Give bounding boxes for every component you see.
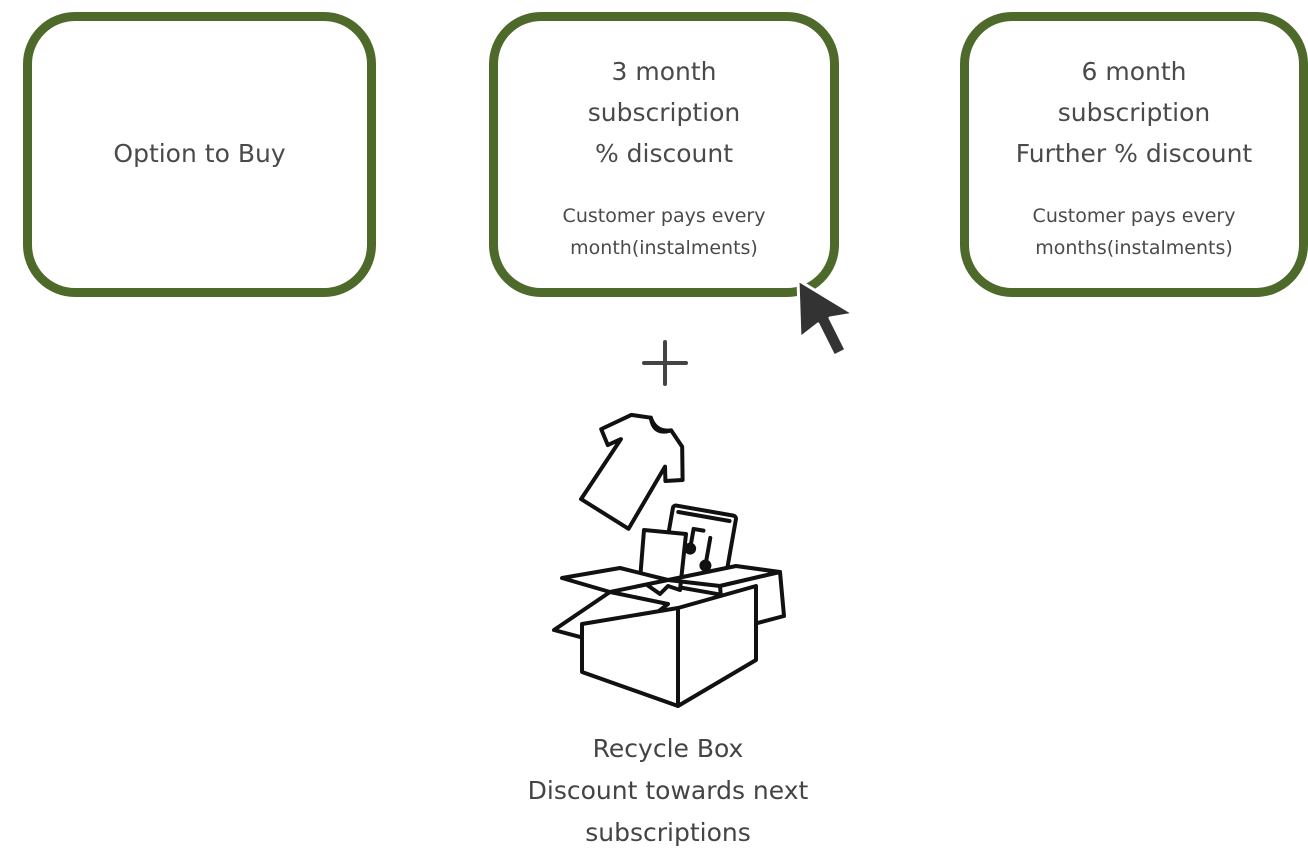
six-month-title-line-3: Further % discount bbox=[1015, 139, 1253, 168]
three-month-note-line-1: Customer pays every bbox=[562, 205, 766, 227]
recycle-box-icon bbox=[552, 412, 786, 708]
three-month-title-line-1: 3 month bbox=[611, 57, 717, 86]
option-to-buy-label: Option to Buy bbox=[113, 139, 286, 168]
recycle-box-caption-line-2: Discount towards next bbox=[527, 776, 809, 805]
six-month-title-line-1: 6 month bbox=[1081, 57, 1187, 86]
recycle-box-caption-line-3: subscriptions bbox=[585, 818, 751, 847]
recycle-box-caption: Recycle Box Discount towards next subscr… bbox=[468, 728, 868, 854]
six-month-note-line-1: Customer pays every bbox=[1032, 205, 1236, 227]
three-month-title-line-2: subscription bbox=[587, 98, 741, 127]
three-month-payment-note: Customer pays every month(instalments) bbox=[563, 200, 766, 264]
recycle-box-caption-line-1: Recycle Box bbox=[592, 734, 744, 763]
three-month-note-line-2: month(instalments) bbox=[570, 237, 758, 259]
t-shirt-icon bbox=[579, 412, 685, 531]
option-to-buy-card[interactable]: Option to Buy bbox=[23, 12, 376, 297]
mouse-cursor-icon bbox=[796, 278, 856, 358]
three-month-title-line-3: % discount bbox=[594, 139, 734, 168]
six-month-title-line-2: subscription bbox=[1057, 98, 1211, 127]
six-month-note-line-2: months(instalments) bbox=[1035, 237, 1233, 259]
plus-icon bbox=[642, 340, 688, 386]
six-month-subscription-card[interactable]: 6 month subscription Further % discount … bbox=[960, 12, 1308, 297]
three-month-subscription-card[interactable]: 3 month subscription % discount Customer… bbox=[489, 12, 839, 297]
six-month-payment-note: Customer pays every months(instalments) bbox=[1033, 200, 1236, 264]
